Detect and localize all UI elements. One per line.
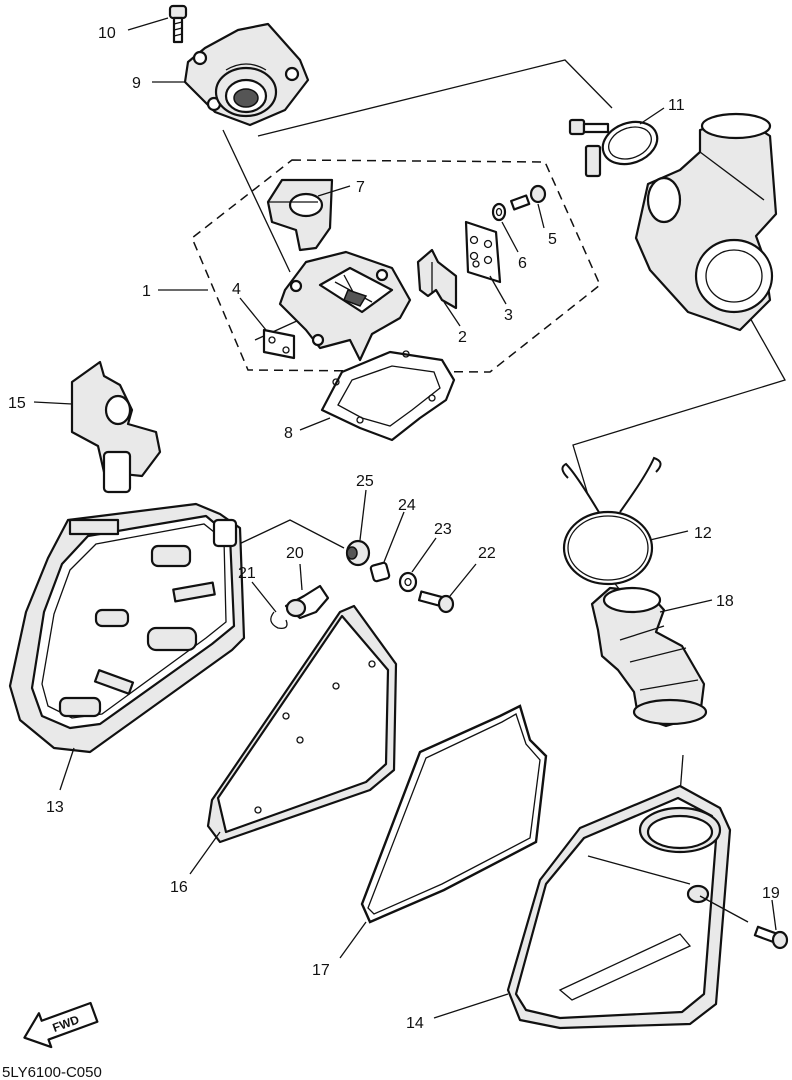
part-2-reed bbox=[416, 248, 458, 310]
callout-leaders bbox=[33, 17, 777, 1019]
part-8-gasket bbox=[320, 350, 456, 442]
callout-17: 17 bbox=[312, 962, 330, 979]
callout-12: 12 bbox=[694, 525, 712, 542]
callout-20: 20 bbox=[286, 545, 304, 562]
part-25-grommet bbox=[345, 539, 371, 567]
callout-11: 11 bbox=[668, 97, 685, 114]
part-10-bolt bbox=[168, 4, 188, 44]
part-23-washer bbox=[398, 571, 418, 593]
part-15-breather-hose bbox=[70, 360, 162, 494]
callout-4: 4 bbox=[232, 281, 241, 298]
reed-valve-body bbox=[278, 250, 412, 362]
part-14-air-box-cover bbox=[506, 784, 732, 1030]
part-13-air-box-case bbox=[8, 502, 246, 754]
callout-19: 19 bbox=[762, 885, 780, 902]
callout-22: 22 bbox=[478, 545, 496, 562]
drawing-code: 5LY6100-C050 bbox=[2, 1064, 102, 1080]
callout-9: 9 bbox=[132, 75, 141, 92]
part-24-collar bbox=[369, 561, 391, 583]
callout-14: 14 bbox=[406, 1015, 424, 1032]
part-9-intake-manifold bbox=[183, 22, 310, 127]
callout-13: 13 bbox=[46, 799, 64, 816]
callout-21: 21 bbox=[238, 565, 256, 582]
part-22-screw bbox=[417, 590, 455, 614]
part-12-joint bbox=[561, 456, 662, 586]
callout-6: 6 bbox=[518, 255, 527, 272]
part-18-intake-duct bbox=[590, 586, 708, 728]
callout-5: 5 bbox=[548, 231, 557, 248]
callout-24: 24 bbox=[398, 497, 416, 514]
callout-8: 8 bbox=[284, 425, 293, 442]
callout-1: 1 bbox=[142, 283, 151, 300]
callout-18: 18 bbox=[716, 593, 734, 610]
callout-labels: 10 9 11 7 5 6 1 4 2 3 8 15 12 18 25 24 2… bbox=[8, 25, 780, 1032]
part-11-clamp bbox=[568, 118, 659, 178]
part-17-seal bbox=[360, 704, 548, 924]
callout-10: 10 bbox=[98, 25, 116, 42]
callout-2: 2 bbox=[458, 329, 467, 346]
part-16-filter-element bbox=[206, 604, 398, 844]
part-3-stopper bbox=[464, 220, 502, 284]
part-5-screw bbox=[510, 184, 547, 211]
callout-23: 23 bbox=[434, 521, 452, 538]
part-7-spacer bbox=[266, 178, 334, 252]
part-19-screw bbox=[753, 925, 789, 950]
callout-3: 3 bbox=[504, 307, 513, 324]
part-20-bracket bbox=[284, 584, 330, 620]
part-6-washer bbox=[491, 202, 507, 222]
part-21-clip bbox=[270, 611, 288, 629]
fwd-direction-arrow: FWD bbox=[23, 1001, 99, 1049]
reed-valve-assembly-boundary bbox=[191, 159, 601, 373]
callout-25: 25 bbox=[356, 473, 374, 490]
callout-16: 16 bbox=[170, 879, 188, 896]
part-4-gasket bbox=[262, 328, 296, 360]
callout-7: 7 bbox=[356, 179, 365, 196]
carburetor bbox=[634, 112, 778, 332]
callout-15: 15 bbox=[8, 395, 26, 412]
